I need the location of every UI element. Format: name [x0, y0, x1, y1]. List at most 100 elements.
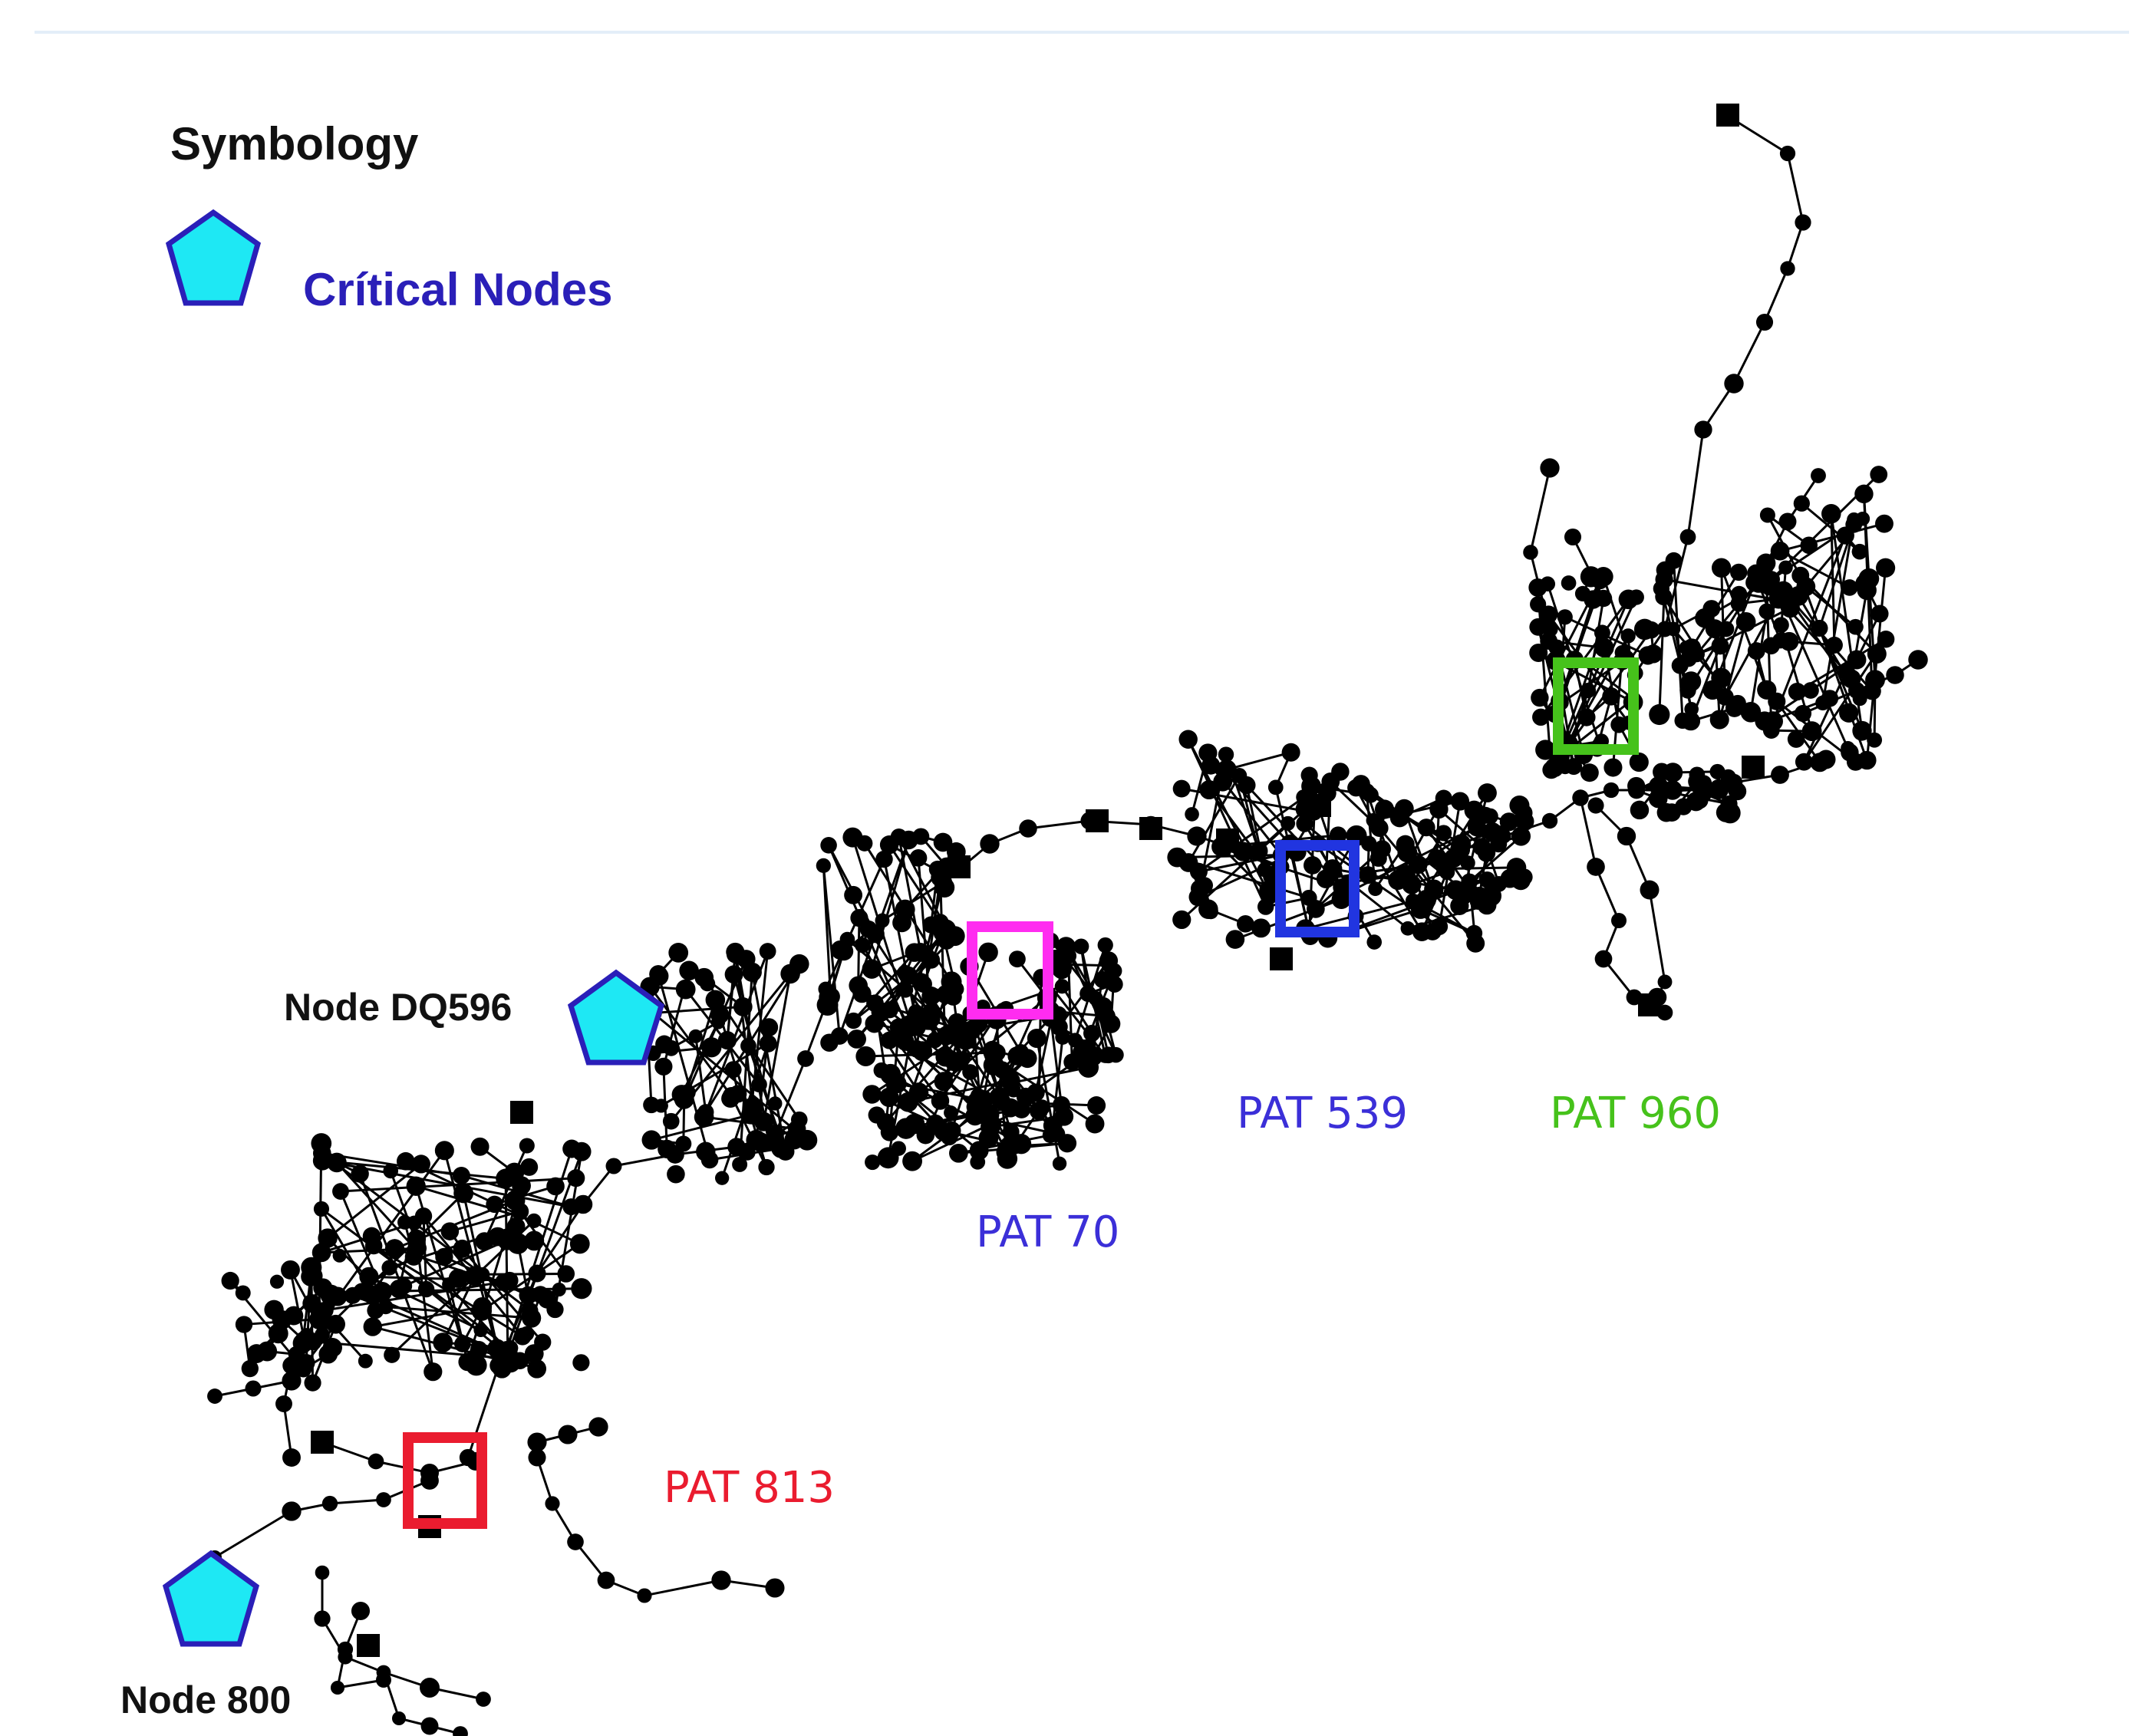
pat-539-marker [1275, 840, 1360, 937]
junction-node [570, 1234, 590, 1253]
junction-node [1427, 849, 1446, 868]
junction-node [411, 1155, 430, 1174]
junction-node [715, 1171, 730, 1185]
junction-node [1779, 145, 1796, 162]
junction-node [1650, 790, 1666, 807]
junction-node [1400, 921, 1416, 936]
pipe [336, 1610, 384, 1689]
junction-node [724, 1061, 742, 1079]
junction-node [1303, 856, 1322, 875]
junction-node [1540, 632, 1558, 650]
junction-node [840, 932, 855, 947]
junction-node [765, 1578, 785, 1598]
junction-node [1408, 894, 1427, 913]
junction-node [1425, 881, 1440, 895]
pipe [763, 973, 792, 1122]
junction-node [1500, 868, 1520, 888]
junction-node [302, 1294, 321, 1313]
junction-node [520, 1158, 539, 1176]
pipe [441, 1275, 476, 1343]
junction-node [1098, 937, 1113, 953]
junction-node [668, 943, 689, 963]
pipe [651, 1113, 751, 1141]
pipe [1536, 587, 1553, 770]
pat-70-marker [967, 921, 1053, 1020]
junction-node [758, 1158, 775, 1176]
junction-node [951, 1145, 966, 1161]
pipe [1010, 1066, 1089, 1085]
junction-node [515, 1329, 530, 1344]
junction-node [313, 1135, 330, 1152]
junction-node [351, 1164, 369, 1183]
junction-node [321, 1285, 341, 1305]
junction-node [1694, 420, 1712, 439]
junction-node [527, 1359, 547, 1379]
junction-node [475, 1232, 494, 1251]
top-divider [35, 31, 2129, 34]
junction-node [473, 1297, 492, 1316]
junction-node [688, 1029, 703, 1043]
junction-node [873, 1062, 890, 1079]
junction-node [1847, 618, 1864, 635]
junction-nodes [207, 104, 1928, 1736]
junction-node [1836, 526, 1854, 545]
junction-node [1006, 1138, 1023, 1155]
junction-node [1529, 618, 1547, 636]
junction-node [384, 1239, 404, 1259]
junction-node [1173, 911, 1190, 928]
junction-node [358, 1353, 373, 1369]
junction-node [435, 1247, 453, 1267]
pipe [888, 928, 948, 1011]
junction-node [856, 1046, 875, 1066]
junction-node [702, 1038, 720, 1056]
junction-node [365, 1237, 382, 1254]
junction-node [1083, 1024, 1101, 1043]
junction-node [1594, 950, 1613, 968]
junction-node [282, 1371, 302, 1391]
junction-node [760, 1018, 779, 1037]
junction-node [1085, 1114, 1105, 1134]
junction-node [359, 1267, 379, 1286]
junction-node [675, 1135, 692, 1152]
junction-node [832, 1028, 848, 1044]
junction-node [1088, 990, 1103, 1006]
junction-node [1557, 609, 1573, 625]
pipe [873, 1023, 920, 1093]
pipe [372, 1305, 483, 1329]
junction-node [1821, 690, 1839, 707]
junction-node [420, 1717, 439, 1735]
pipe [1801, 502, 1861, 553]
junction-node [1712, 782, 1726, 796]
tank-node [1308, 794, 1331, 817]
junction-node [1711, 558, 1732, 578]
junction-node [1251, 918, 1271, 938]
pipe [1830, 513, 1836, 645]
pentagon-icon [162, 1550, 260, 1647]
junction-node [1810, 753, 1830, 772]
junction-node [797, 1050, 814, 1067]
junction-node [859, 920, 878, 938]
junction-node [1198, 744, 1217, 762]
junction-node [1019, 819, 1037, 838]
junction-node [1651, 707, 1668, 723]
junction-node [486, 1195, 503, 1214]
junction-node [655, 1058, 672, 1076]
junction-node [898, 1092, 918, 1112]
junction-node [852, 983, 872, 1003]
junction-node [1802, 682, 1819, 699]
junction-node [562, 1198, 580, 1216]
junction-node [1617, 826, 1636, 846]
junction-node [365, 1289, 381, 1304]
junction-node [768, 1096, 783, 1111]
junction-node [1412, 922, 1432, 941]
tank-node [1216, 828, 1239, 852]
junction-node [235, 1285, 251, 1301]
junction-node [248, 1345, 265, 1362]
junction-node [1267, 779, 1284, 796]
junction-node [495, 1273, 512, 1290]
junction-node [1511, 826, 1531, 846]
junction-node [1409, 855, 1428, 874]
junction-node [1016, 1087, 1035, 1106]
junction-node [994, 1061, 1011, 1079]
